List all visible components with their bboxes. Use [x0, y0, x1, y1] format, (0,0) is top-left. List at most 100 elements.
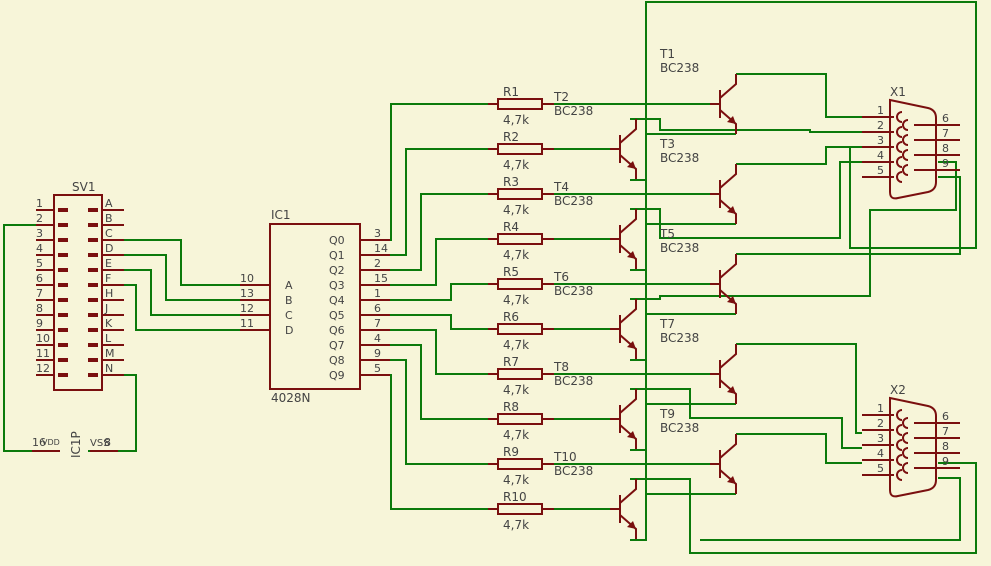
resistor-value: 4,7k [503, 113, 529, 127]
sv1-right-pin-label: E [105, 257, 112, 270]
resistor-value: 4,7k [503, 248, 529, 262]
sv1-right-pin-label: A [105, 197, 113, 210]
ic1-output-label: Q3 [329, 279, 345, 292]
sv1-contact-right [88, 283, 98, 287]
transistors: T2BC238T3BC238T4BC238T5BC238T6BC238T7BC2… [553, 47, 737, 539]
sv1-contact-left [58, 238, 68, 242]
wire-q5 [359, 314, 488, 330]
dsub-right-pin-number: 9 [942, 455, 949, 468]
ic1-input-pin-number: 11 [240, 317, 254, 330]
ic1-body [269, 223, 361, 390]
dsub-left-pin-number: 3 [877, 134, 884, 147]
wire-sv1-c-a [124, 239, 253, 286]
sv1-contact-right [88, 343, 98, 347]
sv1-contact-left [58, 373, 68, 377]
transistor-name: T7 [659, 317, 675, 331]
sv1-left-pin-number: 6 [36, 272, 43, 285]
sv1-right-pin-label: N [105, 362, 113, 375]
transistor-collector [619, 209, 637, 234]
resistor-value: 4,7k [503, 338, 529, 352]
ic1-input-pin-number: 13 [240, 287, 254, 300]
power-ic1p: 16 VDD VSS 8 IC1P [32, 431, 118, 458]
ic1-input-label: D [285, 324, 293, 337]
vss-label: VSS [90, 438, 110, 449]
dsub-right-contact [902, 134, 909, 146]
dsub-right-contact [902, 119, 909, 131]
resistor-name: R4 [503, 220, 519, 234]
dsub-shell [889, 98, 937, 200]
resistor-name: R5 [503, 265, 519, 279]
wire-sv1-2-vdd [3, 224, 36, 452]
dsub-name: X1 [890, 85, 906, 99]
dsub-right-pin-number: 8 [942, 142, 949, 155]
ic1-pins: 10A13B12C11DQ03Q114Q22Q315Q41Q56Q67Q74Q8… [240, 227, 390, 382]
sv1-left-pin-number: 5 [36, 257, 43, 270]
resistor-body [497, 143, 543, 155]
resistor-name: R3 [503, 175, 519, 189]
ic1-input-pin-number: 10 [240, 272, 254, 285]
transistor-type: BC238 [660, 151, 699, 165]
sv1-contact-right [88, 238, 98, 242]
resistor-value: 4,7k [503, 293, 529, 307]
sv1-left-pin-number: 7 [36, 287, 43, 300]
sv1-left-pin-number: 2 [36, 212, 43, 225]
wire-sv1-e-c [124, 269, 253, 316]
dsub-right-contact [902, 164, 909, 176]
dsub-right-contact [902, 432, 909, 444]
wire-t4-x1-3 [736, 146, 850, 165]
wire-x2-9 [700, 477, 961, 541]
ic1-output-pin-number: 1 [374, 287, 381, 300]
transistor-collector [719, 434, 737, 459]
sv1-contact-right [88, 208, 98, 212]
resistor-value: 4,7k [503, 428, 529, 442]
ic1-output-pin-number: 3 [374, 227, 381, 240]
sv1-right-pin-label: L [105, 332, 112, 345]
resistor-body [497, 233, 543, 245]
sv1-right-pin-label: F [105, 272, 111, 285]
sv1-contact-left [58, 223, 68, 227]
wire-sv1-d-b [124, 254, 253, 301]
ic1-output-label: Q7 [329, 339, 345, 352]
transistor-emitter-arrow [727, 206, 736, 214]
sv1-left-pin-number: 9 [36, 317, 43, 330]
sv1-contact-right [88, 298, 98, 302]
resistor-name: R7 [503, 355, 519, 369]
resistor-value: 4,7k [503, 473, 529, 487]
transistor-name: T3 [659, 137, 675, 151]
ic1-part: 4028N [271, 391, 311, 405]
transistor-type: BC238 [660, 61, 699, 75]
wire-sv1-f-d [124, 284, 253, 331]
transistor-emitter-arrow [627, 251, 636, 259]
sv1-contact-left [58, 253, 68, 257]
dsub-right-contact [902, 447, 909, 459]
sv1-contact-right [88, 268, 98, 272]
dsub-left-contact [896, 171, 903, 183]
dsub-name: X2 [890, 383, 906, 397]
wire-q3 [359, 238, 488, 286]
transistor-emitter-arrow [727, 386, 736, 394]
ic1-input-pin-number: 12 [240, 302, 254, 315]
wire-t9-x2-3 [630, 388, 862, 449]
sv1-right-pin-label: B [105, 212, 113, 225]
transistor-type: BC238 [554, 374, 593, 388]
dsub-right-pin-number: 9 [942, 157, 949, 170]
resistor-value: 4,7k [503, 203, 529, 217]
ic1-output-label: Q2 [329, 264, 345, 277]
sv1-left-pin-number: 3 [36, 227, 43, 240]
ic1-input-label: B [285, 294, 293, 307]
dsub-left-contact [896, 469, 903, 481]
wire-t8-x2-2 [736, 343, 862, 434]
sv1-right-pin-label: K [105, 317, 113, 330]
transistor-type: BC238 [554, 284, 593, 298]
dsub-left-pin-number: 5 [877, 164, 884, 177]
resistors: R14,7kR24,7kR34,7kR44,7kR54,7kR64,7kR74,… [488, 85, 554, 532]
